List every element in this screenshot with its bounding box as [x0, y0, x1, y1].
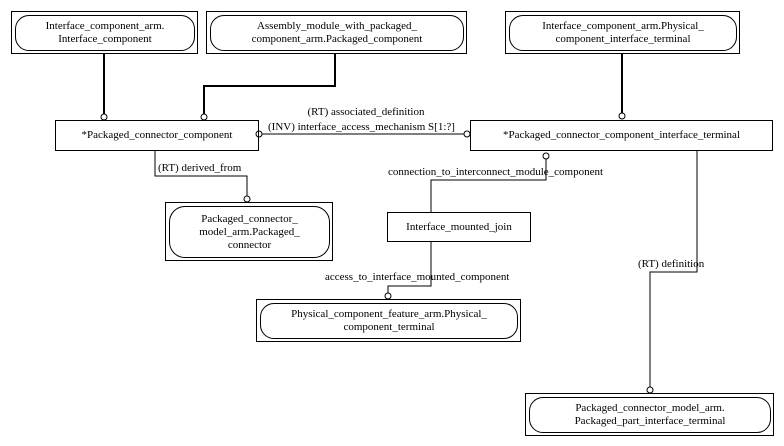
node-frame	[505, 11, 740, 54]
endpoint-circle	[200, 113, 208, 121]
node-frame	[55, 120, 259, 151]
node-label-line: Packaged_connector_	[201, 212, 298, 225]
node-label-line: Interface_component_arm.	[45, 20, 165, 32]
node-label-line: model_arm.Packaged_	[199, 225, 300, 238]
node-frame	[11, 11, 198, 54]
node-label-line: *Packaged_connector_component	[81, 129, 233, 141]
edge-assembly-module	[203, 53, 336, 117]
node-label-line: Packaged_connector_model_arm.	[575, 402, 725, 414]
endpoint-circle	[384, 292, 392, 300]
edge-definition	[649, 151, 698, 387]
node-label-line: component_interface_terminal	[555, 33, 691, 45]
node-label-line: component_terminal	[343, 321, 435, 333]
node-label-line: connector	[227, 238, 272, 251]
edge-derived-from	[154, 150, 248, 199]
node-frame	[165, 202, 333, 261]
node-label-line: Physical_component_feature_arm.Physical_	[291, 308, 487, 320]
node-packaged-connector-component-interface-terminal[interactable]: *Packaged_connector_component_interface_…	[471, 121, 772, 150]
endpoint-circle	[542, 152, 550, 160]
node-physical-component-feature[interactable]: Physical_component_feature_arm.Physical_…	[260, 303, 518, 339]
node-label-line: Interface_component_arm.Physical_	[542, 20, 704, 32]
node-physical-terminal-top[interactable]: Interface_component_arm.Physical_ compon…	[509, 15, 737, 51]
edge-label-access-to-interface: access_to_interface_mounted_component	[325, 271, 510, 283]
edge-label-interface-access-mechanism: (INV) interface_access_mechanism S[1:?]	[268, 121, 455, 133]
node-packaged-part-interface-terminal[interactable]: Packaged_connector_model_arm. Packaged_p…	[529, 397, 771, 433]
endpoint-circle	[646, 386, 654, 394]
node-label-line: Interface_component	[58, 33, 152, 45]
node-packaged-connector-model[interactable]: Packaged_connector_ model_arm.Packaged_ …	[169, 206, 330, 258]
node-packaged-connector-component[interactable]: *Packaged_connector_component	[56, 121, 258, 150]
node-frame	[206, 11, 467, 54]
node-label-line: Assembly_module_with_packaged_	[256, 20, 418, 32]
endpoint-circle	[463, 130, 471, 138]
edge-label-connection-to-interconnect: connection_to_interconnect_module_compon…	[388, 166, 604, 178]
edge-connection-to-interconnect	[430, 159, 547, 212]
node-interface-component[interactable]: Interface_component_arm. Interface_compo…	[15, 15, 195, 51]
endpoint-circle	[100, 113, 108, 121]
node-label-line: *Packaged_connector_component_interface_…	[502, 129, 740, 141]
edge-label-derived-from: (RT) derived_from	[158, 162, 242, 174]
edge-label-definition: (RT) definition	[638, 258, 705, 270]
node-interface-mounted-join[interactable]: Interface_mounted_join	[388, 213, 530, 241]
node-frame	[470, 120, 773, 151]
edge-access-to-interface	[387, 241, 432, 296]
endpoint-circle	[243, 195, 251, 203]
node-frame	[525, 393, 774, 436]
node-assembly-module[interactable]: Assembly_module_with_packaged_ component…	[210, 15, 464, 51]
node-label-line: Packaged_part_interface_terminal	[574, 415, 726, 427]
node-label-line: component_arm.Packaged_component	[251, 33, 423, 45]
endpoint-circle	[618, 112, 626, 120]
edge-label-associated-definition: (RT) associated_definition	[307, 106, 425, 118]
node-frame	[387, 212, 531, 242]
node-label-line: Interface_mounted_join	[406, 220, 512, 233]
node-frame	[256, 299, 521, 342]
